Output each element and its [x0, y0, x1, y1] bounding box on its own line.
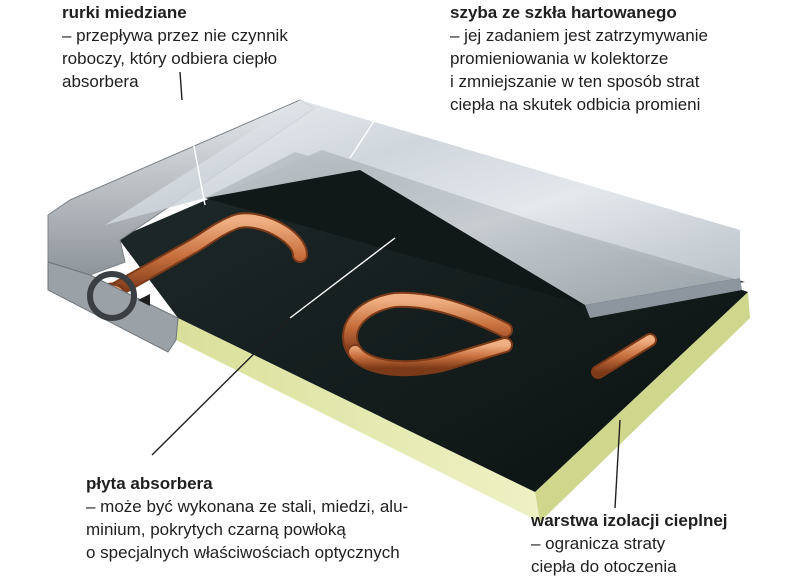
frame-seal	[87, 271, 137, 321]
label-thermal-insulation: warstwa izolacji cieplnej – ogranicza st…	[531, 510, 728, 578]
copper-tube-pipes	[104, 212, 657, 379]
label-absorber-plate-line: – może być wykonana ze stali, miedzi, al…	[86, 497, 409, 516]
glass-pane	[105, 100, 740, 305]
label-tempered-glass-line: promieniowania w kolektorze	[450, 49, 669, 68]
leader-lines	[179, 19, 441, 319]
label-tempered-glass: szyba ze szkła hartowanego – jej zadanie…	[450, 2, 708, 116]
insulation-layer-front	[176, 318, 540, 522]
label-copper-tubes-line: absorbera	[62, 72, 139, 91]
label-copper-tubes-title: rurki miedziane	[62, 3, 187, 22]
label-tempered-glass-title: szyba ze szkła hartowanego	[450, 3, 677, 22]
label-copper-tubes-line: – przepływa przez nie czynnik	[62, 26, 288, 45]
label-tempered-glass-line: i zmniejszanie w ten sposób strat	[450, 72, 700, 91]
insulation-layer-side	[535, 292, 750, 522]
label-absorber-plate-line: minium, pokrytych czarną powłoką	[86, 520, 346, 539]
label-thermal-insulation-line: – ogranicza straty	[531, 534, 666, 553]
leader-lines-dark	[151, 71, 621, 509]
label-tempered-glass-line: – jej zadaniem jest zatrzymywanie	[450, 26, 708, 45]
label-thermal-insulation-line: ciepła do otoczenia	[531, 557, 677, 576]
frame-bottom	[47, 261, 179, 353]
label-copper-tubes: rurki miedziane – przepływa przez nie cz…	[62, 2, 288, 93]
label-absorber-plate-title: płyta absorbera	[86, 474, 213, 493]
label-absorber-plate: płyta absorbera – może być wykonana ze s…	[86, 473, 408, 564]
label-tempered-glass-line: ciepła na skutek odbicia promieni	[450, 95, 701, 114]
pipe-pointer-arrow	[138, 294, 150, 306]
label-thermal-insulation-title: warstwa izolacji cieplnej	[531, 511, 728, 530]
label-copper-tubes-line: roboczy, który odbiera ciepło	[62, 49, 278, 68]
label-absorber-plate-line: o specjalnych właściwościach optycznych	[86, 543, 400, 562]
glass-edge	[585, 278, 742, 318]
